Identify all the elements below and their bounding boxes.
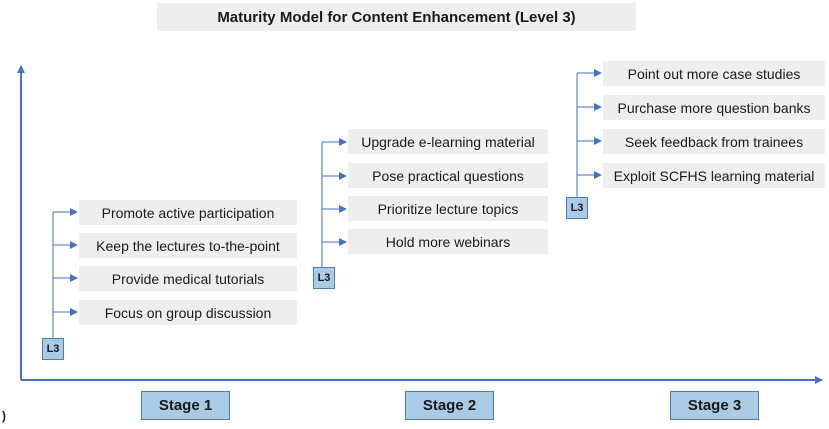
stage2-label: Stage 2 [405,391,494,420]
stage1-item: Keep the lectures to-the-point [79,233,297,258]
diagram-title: Maturity Model for Content Enhancement (… [157,3,636,31]
stage1-label: Stage 1 [141,391,230,420]
stage1-item: Focus on group discussion [79,300,297,325]
stage2-level-badge: L3 [313,267,335,289]
stage2-item: Upgrade e-learning material [348,129,548,154]
stage3-item: Exploit SCFHS learning material [603,163,825,188]
stage1-item: Provide medical tutorials [79,266,297,291]
stage2-item: Pose practical questions [348,163,548,188]
stage2-item: Hold more webinars [348,229,548,254]
stage1-item: Promote active participation [79,200,297,225]
stage3-item: Point out more case studies [603,61,825,86]
stage3-label: Stage 3 [670,391,759,420]
stage3-item: Purchase more question banks [603,95,825,120]
stage2-item: Prioritize lecture topics [348,196,548,221]
stage1-level-badge: L3 [42,338,64,360]
stage3-level-badge: L3 [566,197,588,219]
edge-mark: ) [2,409,6,423]
stage3-item: Seek feedback from trainees [603,129,825,154]
